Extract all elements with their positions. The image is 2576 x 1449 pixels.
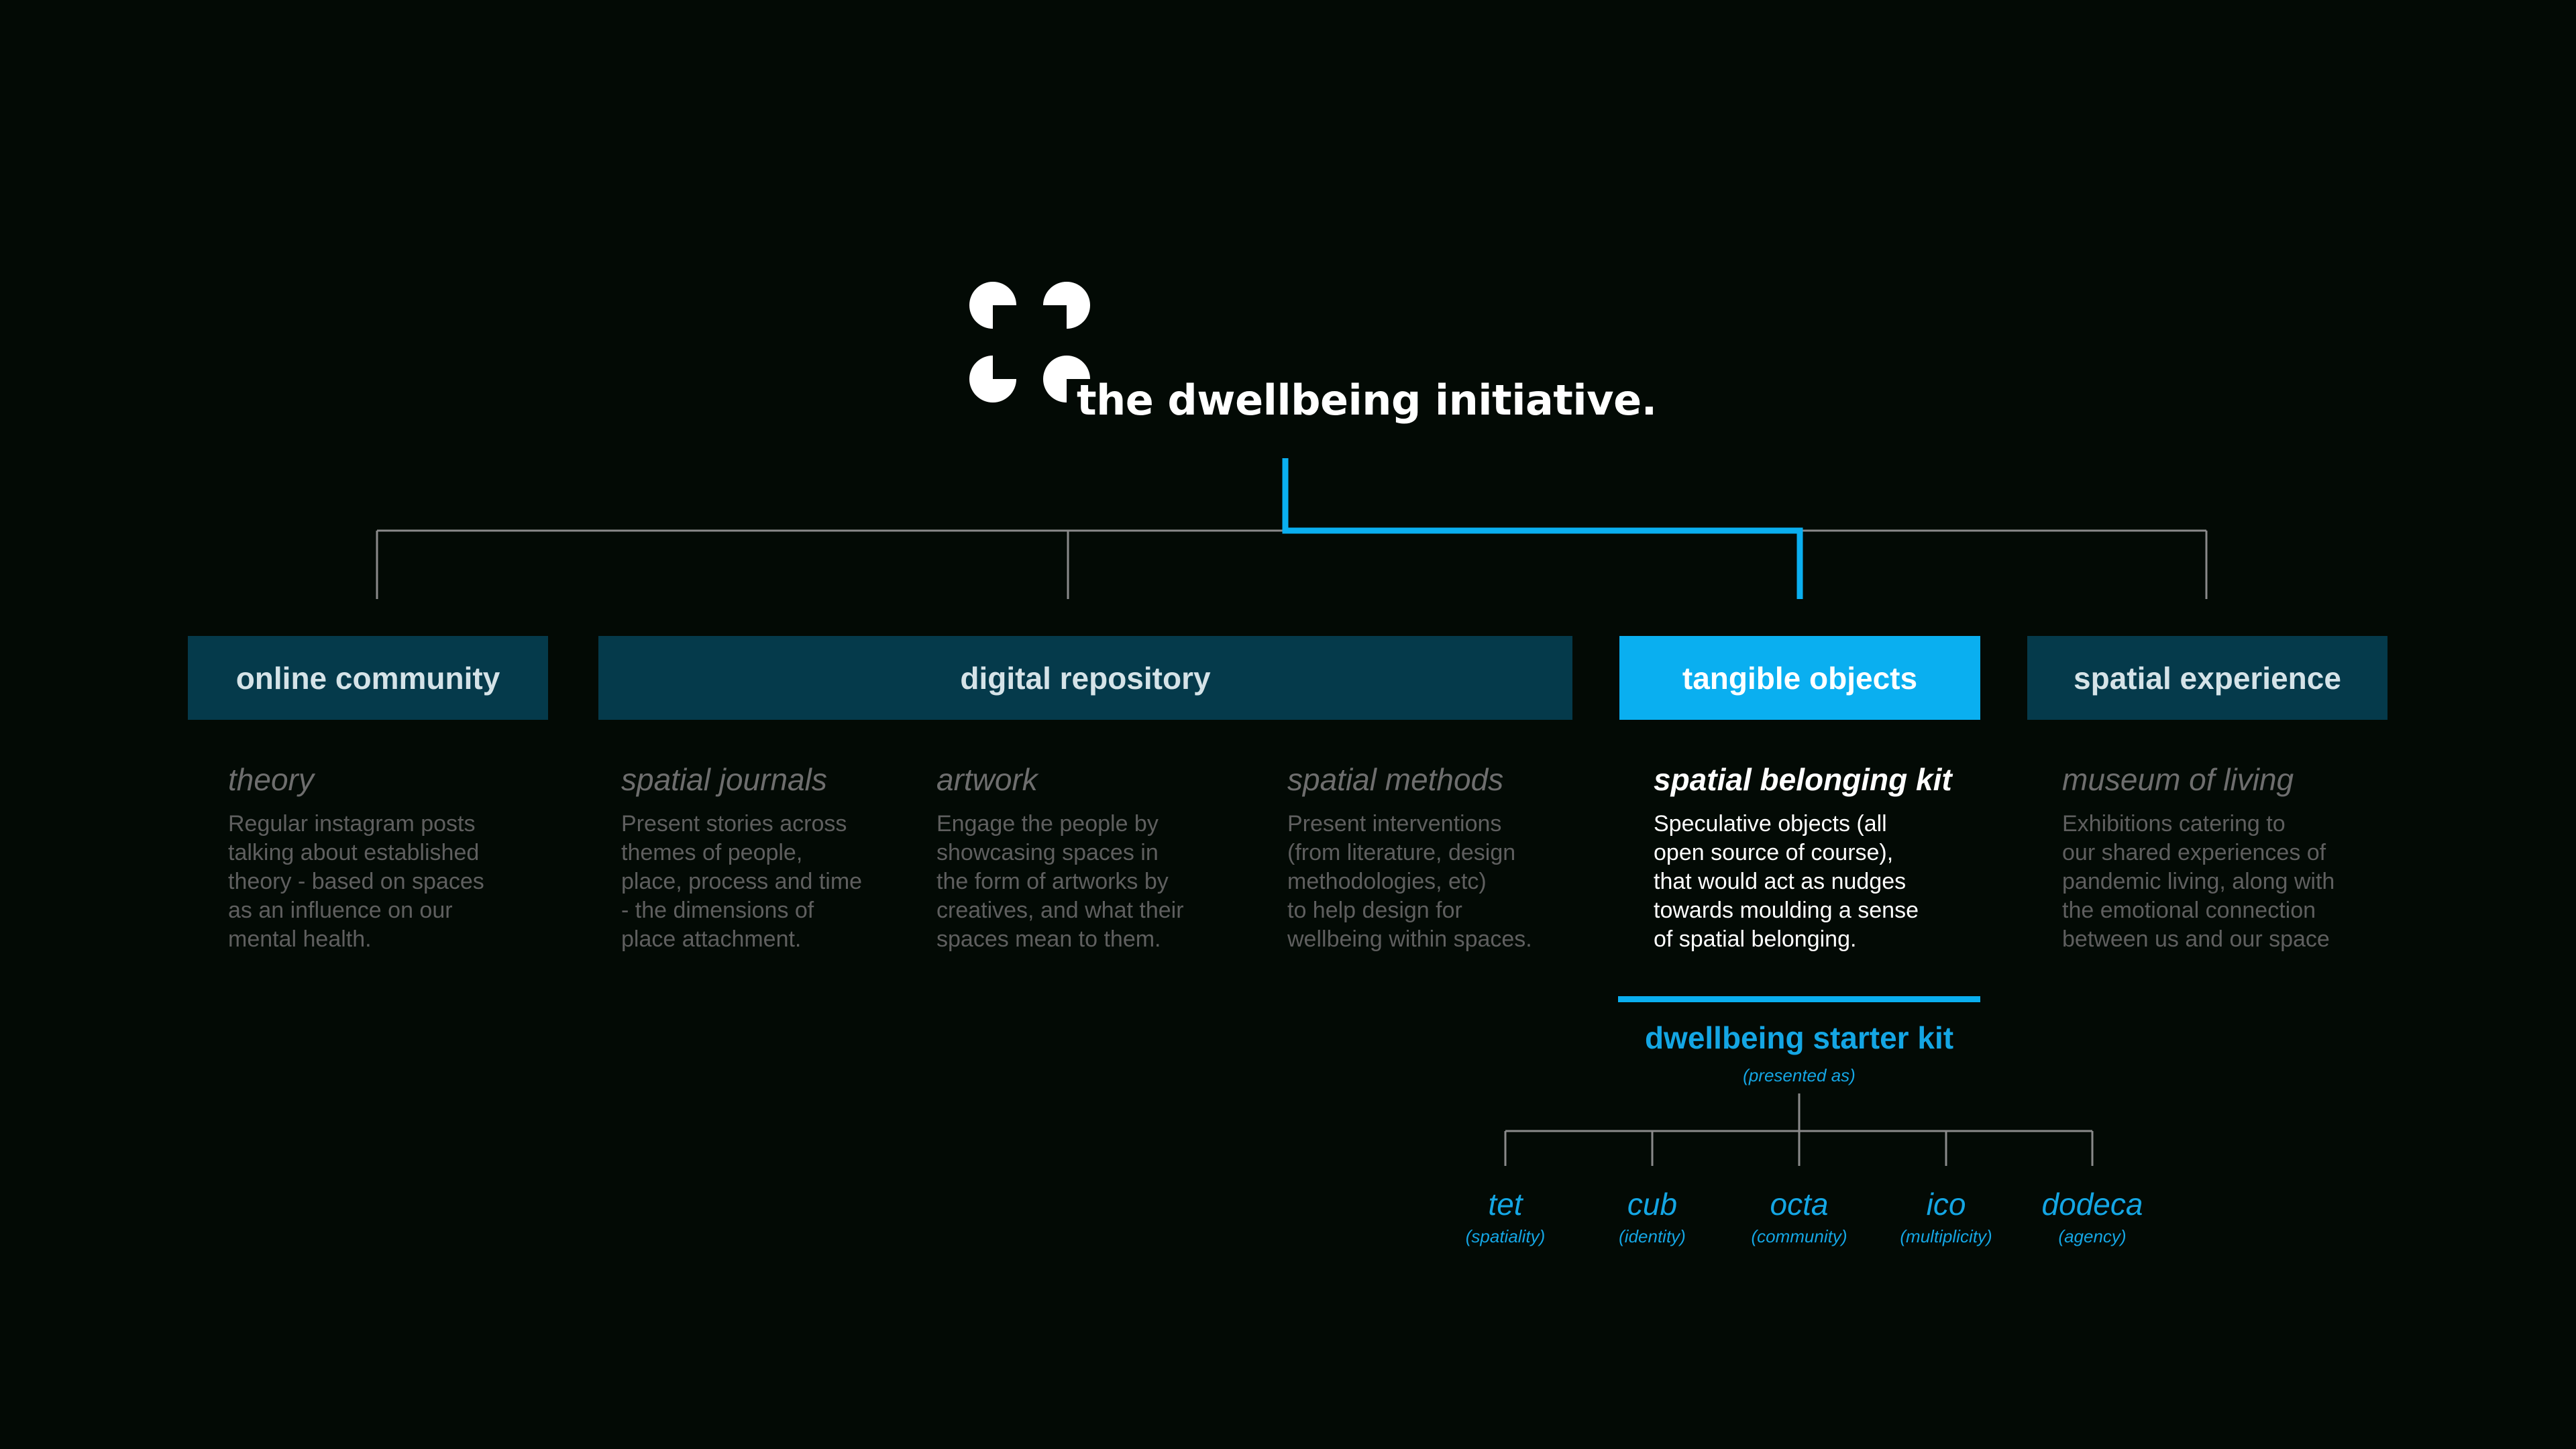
item-spatial-methods: spatial methods Present interventions (f…: [1287, 761, 1532, 954]
shape-cub: cub (identity): [1572, 1186, 1733, 1247]
logo-quadrant: [1043, 356, 1090, 402]
category-tangible-objects: tangible objects: [1619, 636, 1980, 720]
shape-dodeca: dodeca (agency): [2012, 1186, 2173, 1247]
shape-name: tet: [1488, 1187, 1523, 1222]
item-heading: theory: [228, 762, 314, 797]
shape-theme: (identity): [1619, 1226, 1686, 1246]
item-heading: artwork: [936, 762, 1038, 797]
item-body: Speculative objects (all open source of …: [1654, 811, 1919, 952]
item-artwork: artwork Engage the people by showcasing …: [936, 761, 1184, 954]
shape-theme: (multiplicity): [1900, 1226, 1992, 1246]
item-body: Engage the people by showcasing spaces i…: [936, 811, 1184, 952]
shape-ico: ico (multiplicity): [1866, 1186, 2027, 1247]
item-heading: museum of living: [2062, 762, 2294, 797]
item-heading: spatial belonging kit: [1654, 762, 1952, 797]
shape-theme: (agency): [2058, 1226, 2127, 1246]
shape-tet: tet (spatiality): [1425, 1186, 1586, 1247]
shape-name: cub: [1627, 1187, 1678, 1222]
item-heading: spatial journals: [621, 762, 827, 797]
shape-octa: octa (community): [1719, 1186, 1880, 1247]
starter-kit-title: dwellbeing starter kit: [1644, 1020, 1954, 1055]
category-spatial-experience: spatial experience: [2027, 636, 2387, 720]
item-spatial-journals: spatial journals Present stories across …: [621, 761, 862, 954]
dwellbeing-logo-icon: [969, 282, 1090, 402]
logo-quadrant: [1043, 282, 1090, 329]
highlight-path: [1282, 458, 1803, 599]
shape-name: dodeca: [2041, 1187, 2143, 1222]
item-museum-of-living: museum of living Exhibitions catering to…: [2062, 761, 2334, 954]
shape-name: ico: [1926, 1187, 1966, 1222]
shape-theme: (community): [1751, 1226, 1847, 1246]
logo-quadrant: [969, 282, 1016, 329]
item-body: Exhibitions catering to our shared exper…: [2062, 811, 2335, 952]
shape-name: octa: [1770, 1187, 1829, 1222]
category-online-community: online community: [188, 636, 548, 720]
starter-kit-note: (presented as): [1743, 1065, 1856, 1085]
item-theory: theory Regular instagram posts talking a…: [228, 761, 484, 954]
page-title: the dwellbeing initiative.: [1077, 376, 1657, 425]
item-spatial-belonging-kit: spatial belonging kit Speculative object…: [1654, 761, 1952, 954]
logo-quadrant: [969, 356, 1016, 402]
item-body: Present stories across themes of people,…: [621, 811, 863, 952]
shape-theme: (spatiality): [1465, 1226, 1546, 1246]
item-heading: spatial methods: [1287, 762, 1504, 797]
item-body: Present interventions (from literature, …: [1287, 811, 1532, 952]
kit-underline: [1618, 996, 1980, 1002]
category-digital-repository: digital repository: [598, 636, 1572, 720]
item-body: Regular instagram posts talking about es…: [228, 811, 484, 952]
